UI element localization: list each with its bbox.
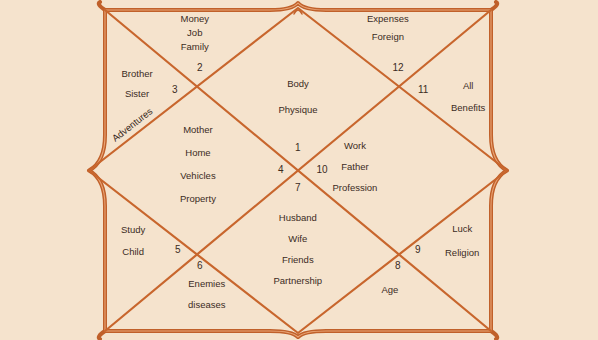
house-label: Enemies diseases	[188, 273, 226, 315]
house-label: All Benefits	[451, 75, 485, 119]
house-region: Brother SisterAdventures 3	[89, 8, 198, 171]
house-label: Money Job Family	[181, 12, 210, 54]
house-region: Luck Religion 9	[398, 171, 507, 334]
house-number: 4	[278, 164, 284, 176]
house-label: Husband Wife Friends Partnership	[274, 207, 323, 291]
house-region: Study Child 5	[89, 171, 198, 334]
house-number: 11	[418, 84, 428, 96]
house-region: Age 8	[298, 255, 491, 333]
house-label: Luck Religion	[445, 217, 479, 265]
house-region: Enemies diseases6	[105, 255, 298, 333]
corner-curl	[99, 331, 105, 339]
house-region: All Benefits 11	[398, 8, 507, 171]
house-number: 10	[317, 164, 328, 176]
house-number: 7	[295, 182, 301, 194]
corner-curl	[99, 2, 105, 10]
diagonal-line	[105, 10, 491, 331]
house-label: Study Child	[121, 219, 145, 263]
house-number: 2	[197, 62, 203, 74]
frame-left	[89, 10, 105, 331]
house-number: 8	[395, 260, 401, 272]
house-number: 3	[172, 84, 178, 96]
diagonal-line	[105, 10, 491, 331]
house-region: Expenses Foreign 12	[298, 8, 491, 86]
house-label: Body Physique	[279, 71, 318, 123]
frame-right	[491, 10, 507, 331]
frame-inner-line	[89, 10, 105, 331]
house-region: Body Physique 1	[198, 8, 398, 171]
house-label: Age	[382, 283, 399, 297]
house-number: 12	[393, 62, 404, 74]
house-number: 5	[175, 244, 181, 256]
house-number: 9	[415, 244, 421, 256]
diamond-edge	[89, 8, 507, 333]
house-region: Work Father Profession 10	[298, 86, 507, 255]
house-number: 1	[295, 142, 301, 154]
corner-curl	[491, 331, 497, 339]
house-region: Husband Wife Friends Partnership 7	[198, 171, 398, 334]
corner-curl	[491, 2, 497, 10]
frame-inner-line	[491, 10, 507, 331]
house-region: Mother Home Vehicles Property 4	[89, 86, 298, 255]
rotated-label: Adventures	[110, 105, 155, 143]
house-label: Expenses Foreign	[367, 10, 409, 46]
house-number: 6	[197, 260, 203, 272]
house-label: Brother Sister	[122, 64, 153, 104]
house-label: Work Father Profession	[333, 135, 378, 198]
house-label: Mother Home Vehicles Property	[180, 118, 216, 210]
